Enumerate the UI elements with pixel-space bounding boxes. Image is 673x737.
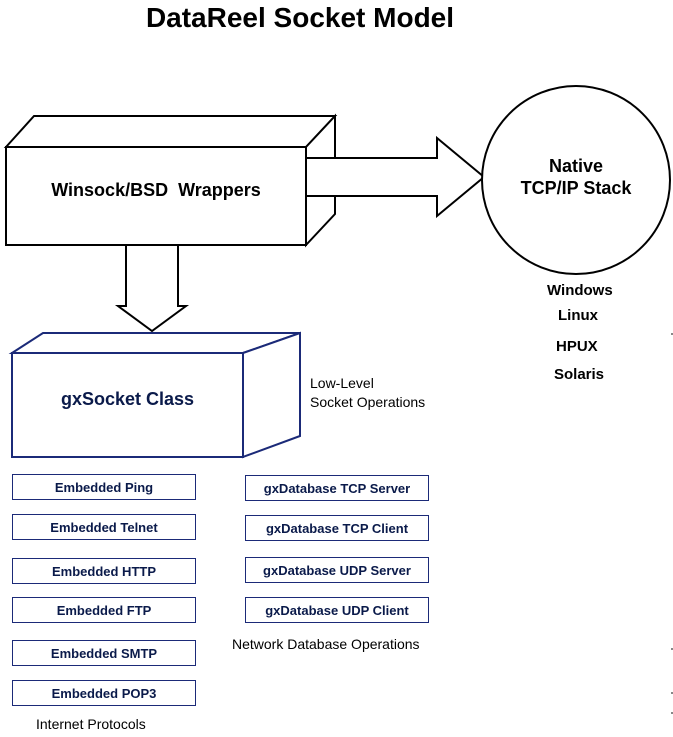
database-ops-caption: Network Database Operations <box>232 636 420 652</box>
os-hpux: HPUX <box>556 338 598 355</box>
low-level-line1: Low-Level <box>310 375 374 391</box>
edge-marks <box>671 333 673 714</box>
arrow-down <box>114 244 190 333</box>
low-level-caption: Low-Level Socket Operations <box>310 374 425 412</box>
arrow-right <box>305 135 486 219</box>
low-level-line2: Socket Operations <box>310 394 426 410</box>
protocol-item-telnet: Embedded Telnet <box>12 514 196 540</box>
gxsocket-box <box>8 331 301 459</box>
native-stack-label: Native TCP/IP Stack <box>490 155 662 199</box>
native-stack-line1: Native <box>548 156 604 176</box>
protocol-item-pop3: Embedded POP3 <box>12 680 196 706</box>
os-windows: Windows <box>547 282 613 299</box>
db-item-udp-server: gxDatabase UDP Server <box>245 557 429 583</box>
db-item-udp-client: gxDatabase UDP Client <box>245 597 429 623</box>
db-item-tcp-server: gxDatabase TCP Server <box>245 475 429 501</box>
internet-protocols-caption: Internet Protocols <box>36 716 146 732</box>
protocol-item-http: Embedded HTTP <box>12 558 196 584</box>
native-stack-circle <box>481 85 671 275</box>
protocol-item-ping: Embedded Ping <box>12 474 196 500</box>
gxsocket-label: gxSocket Class <box>60 389 195 409</box>
os-solaris: Solaris <box>554 366 605 383</box>
db-item-tcp-client: gxDatabase TCP Client <box>245 515 429 541</box>
protocol-item-smtp: Embedded SMTP <box>12 640 196 666</box>
wrappers-box <box>3 113 338 248</box>
native-stack-line2: TCP/IP Stack <box>520 178 632 198</box>
os-linux: Linux <box>558 307 598 324</box>
wrappers-label: Winsock/BSD Wrappers <box>51 180 261 200</box>
page-title: DataReel Socket Model <box>145 2 455 33</box>
protocol-item-ftp: Embedded FTP <box>12 597 196 623</box>
